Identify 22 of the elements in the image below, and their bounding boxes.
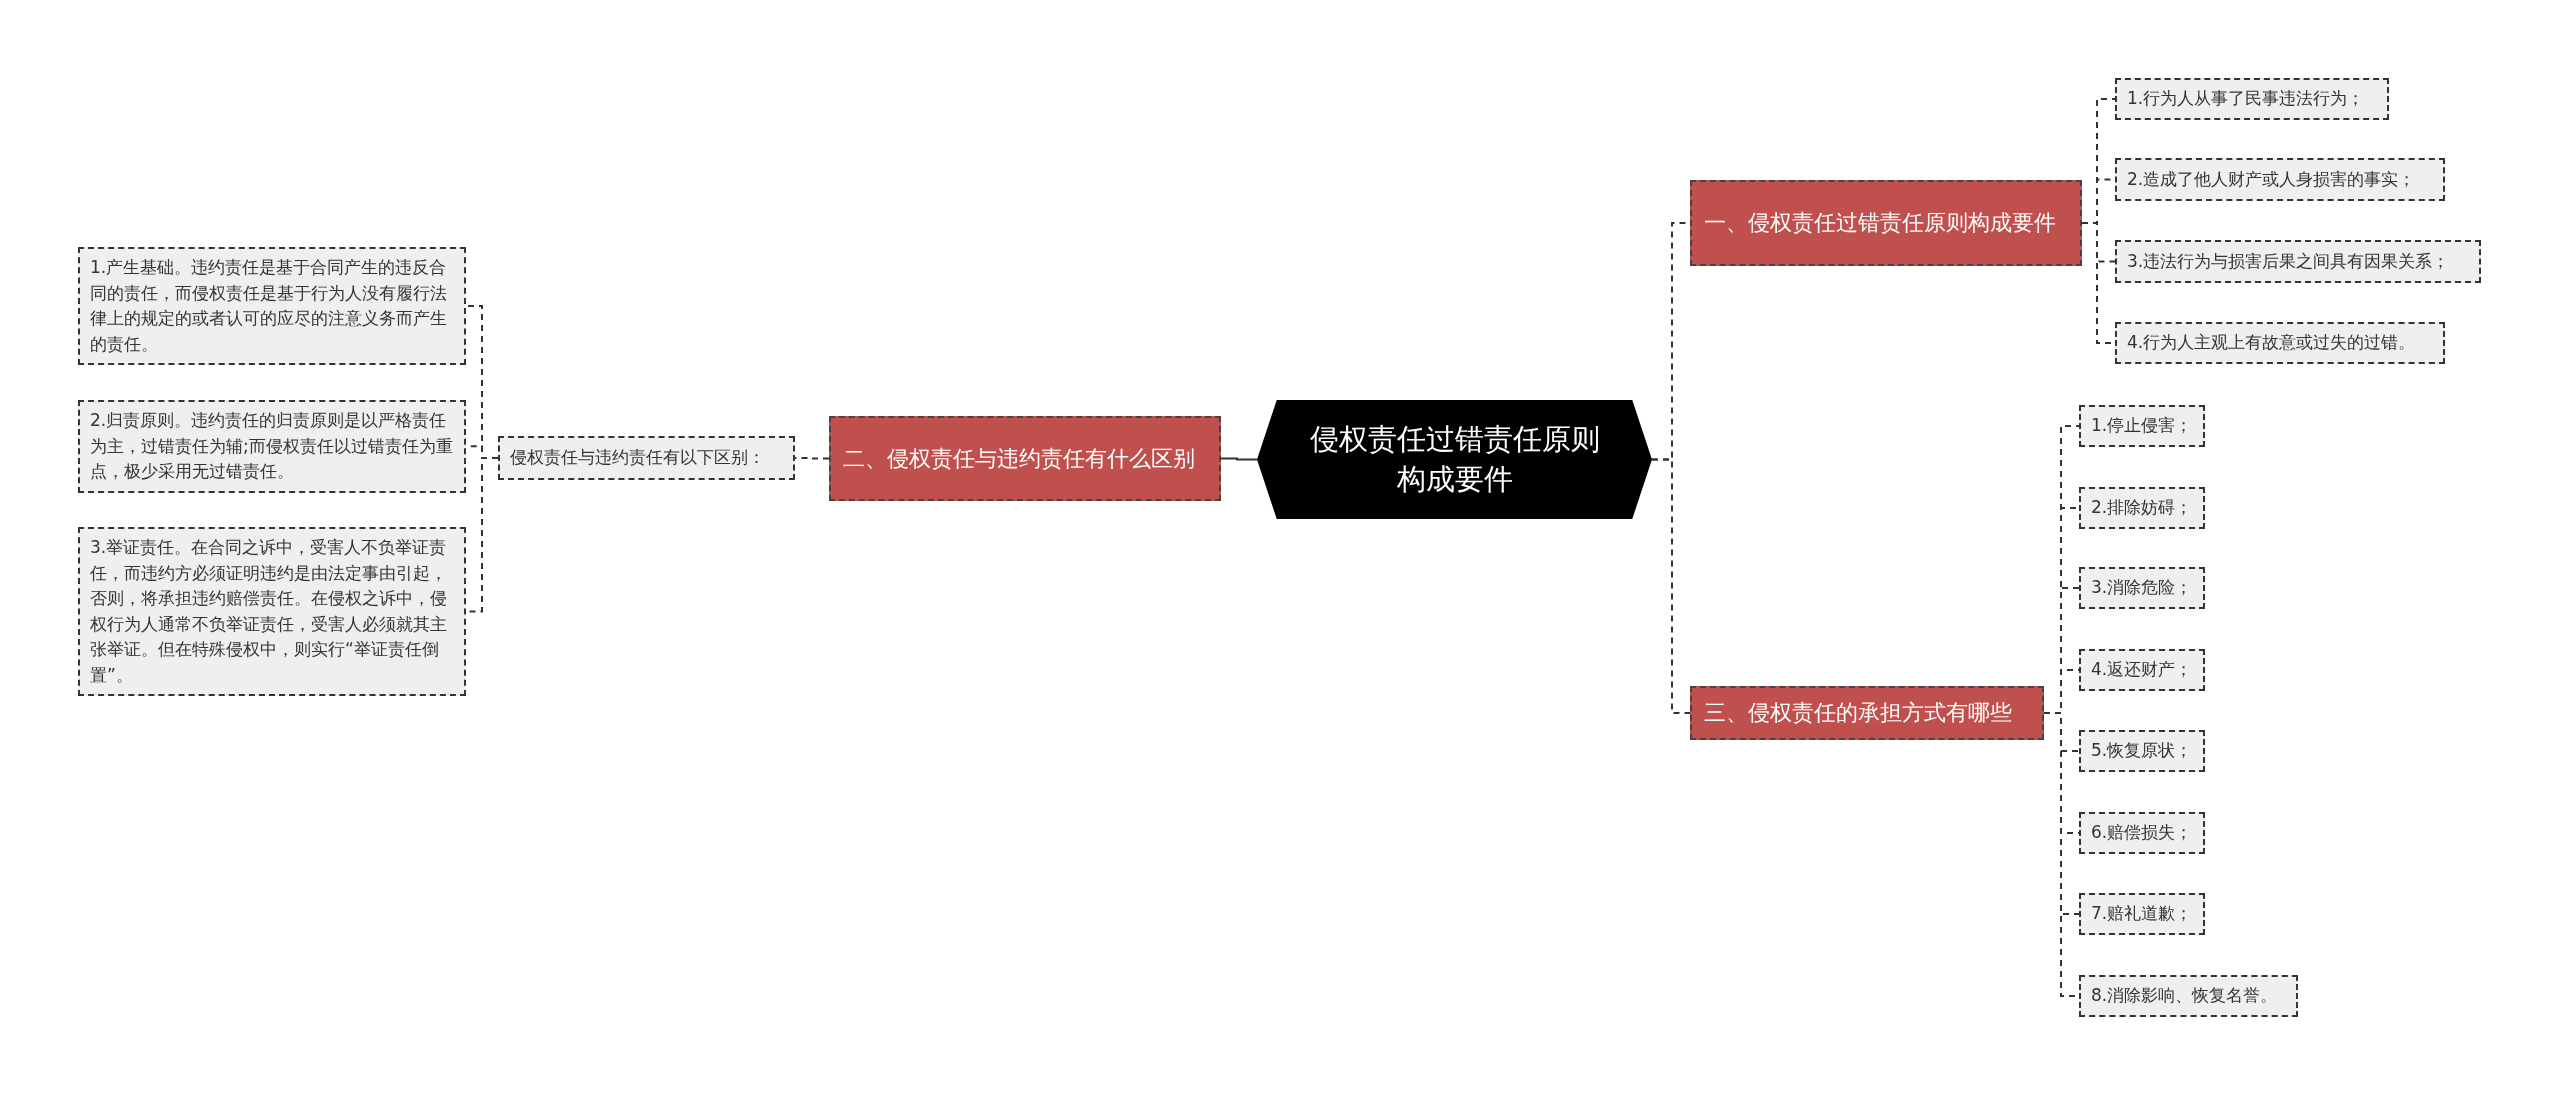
subtopic-box: 1.停止侵害； [2079,405,2205,447]
subtopic-box: 7.赔礼道歉； [2079,893,2205,935]
topic-box: 三、侵权责任的承担方式有哪些 [1690,686,2044,740]
subtopic-box: 6.赔偿损失； [2079,812,2205,854]
subtopic-box: 8.消除影响、恢复名誉。 [2079,975,2298,1017]
topic-box: 一、侵权责任过错责任原则构成要件 [1690,180,2082,266]
subtopic-box: 3.违法行为与损害后果之间具有因果关系； [2115,240,2481,283]
subtopic-box: 2.排除妨碍； [2079,487,2205,529]
subtopic-box: 侵权责任与违约责任有以下区别： [498,436,795,480]
topic-box: 二、侵权责任与违约责任有什么区别 [829,416,1221,501]
central-topic: 侵权责任过错责任原则构成要件 [1257,400,1652,519]
connector-line [1651,458,1691,714]
subtopic-box: 2.归责原则。违约责任的归责原则是以严格责任为主，过错责任为辅;而侵权责任以过错责任为重点，极少采用无过错责任。 [78,400,466,493]
subtopic-box: 4.行为人主观上有故意或过失的过错。 [2115,322,2445,364]
subtopic-box: 3.消除危险； [2079,567,2205,609]
subtopic-box: 5.恢复原状； [2079,730,2205,772]
subtopic-box: 2.造成了他人财产或人身损害的事实； [2115,158,2445,201]
connector-line [1220,457,1258,461]
subtopic-box: 3.举证责任。在合同之诉中，受害人不负举证责任，而违约方必须证明违约是由法定事由引起，否则，将承担违约赔偿责任。在侵权之诉中，侵权行为人通常不负举证责任，受害人必须就其主张举证。但在特殊侵权中，则实行“举证责任倒置”。 [78,527,466,696]
subtopic-box: 1.产生基础。违约责任是基于合同产生的违反合同的责任，而侵权责任是基于行为人没有履行法律上的规定的或者认可的应尽的注意义务而产生的责任。 [78,247,466,365]
subtopic-box: 4.返还财产； [2079,649,2205,691]
subtopic-box: 1.行为人从事了民事违法行为； [2115,78,2389,120]
